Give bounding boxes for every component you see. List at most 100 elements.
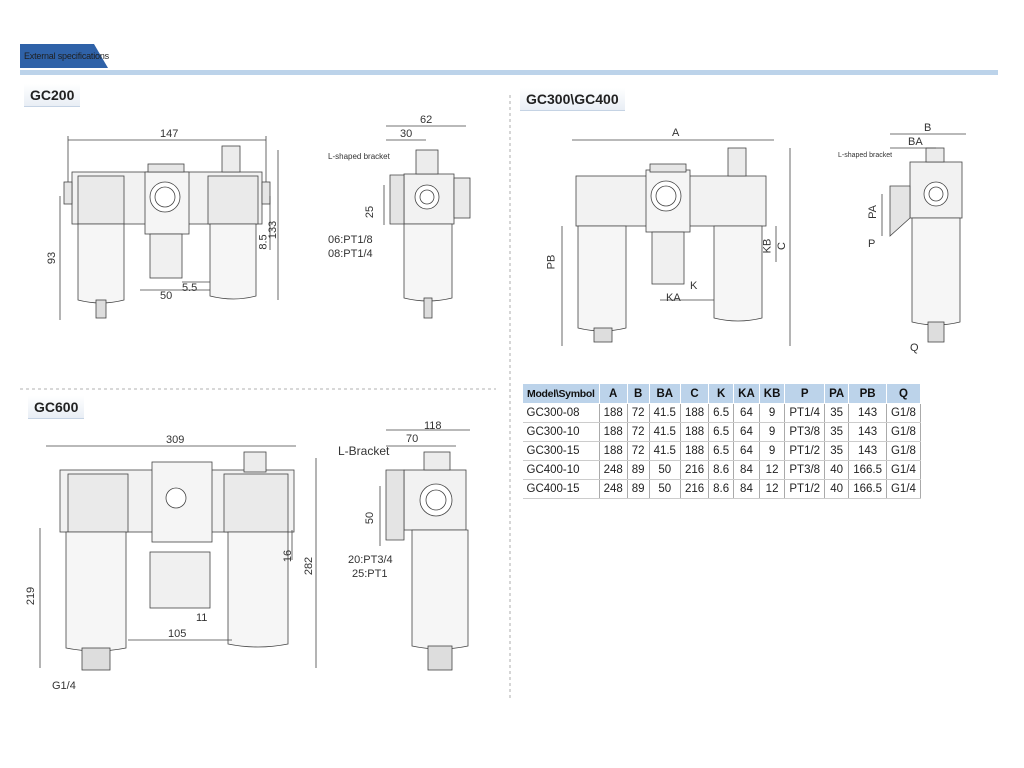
table-header-cell: KB	[758, 383, 786, 404]
table-cell: GC300-15	[522, 441, 600, 461]
section-title-gc300-gc400: GC300\GC400	[520, 88, 625, 111]
gc200-dim-133: 133	[267, 220, 280, 240]
table-cell: 9	[759, 403, 786, 423]
table-cell: G1/4	[886, 460, 921, 480]
section-title-gc600: GC600	[28, 396, 85, 419]
table-cell: 72	[627, 422, 650, 442]
table-cell: 188	[599, 422, 628, 442]
gc200-dim-25: 25	[364, 205, 377, 219]
table-cell: 64	[733, 403, 760, 423]
gc300-front-view	[561, 139, 791, 346]
gc600-dim-11: 11	[196, 612, 208, 624]
table-cell: 143	[848, 403, 887, 423]
gc300-dim-C: C	[775, 242, 788, 250]
table-cell: 6.5	[708, 441, 735, 461]
table-cell: 84	[733, 479, 760, 499]
table-header-cell: B	[626, 383, 650, 404]
gc300-bracket-label: L-shaped bracket	[838, 152, 893, 159]
gc200-dim-93: 93	[46, 251, 59, 265]
table-cell: 89	[627, 479, 650, 499]
gc200-dim-50: 50	[160, 290, 173, 302]
gc300-dim-KA: KA	[666, 292, 681, 304]
table-cell: 64	[733, 422, 760, 442]
header-tab	[20, 44, 108, 68]
table-cell: 50	[649, 479, 681, 499]
table-cell: 6.5	[708, 403, 735, 423]
gc600-dim-105: 105	[168, 628, 187, 640]
table-cell: 166.5	[848, 460, 887, 480]
gc600-bracket-label: L-Bracket	[338, 444, 390, 458]
table-cell: 89	[627, 460, 650, 480]
table-header-cell: BA	[648, 383, 681, 404]
table-cell: GC300-10	[522, 422, 600, 442]
header-rule	[20, 70, 998, 75]
table-cell: 9	[759, 422, 786, 442]
gc600-thread: G1/4	[52, 680, 76, 692]
gc200-front-view	[59, 136, 279, 320]
gc200-side-view	[383, 125, 471, 319]
table-cell: 216	[680, 460, 710, 480]
gc600-port-1: 20:PT3/4	[348, 554, 393, 566]
table-cell: PT3/8	[784, 422, 826, 442]
table-cell: 188	[599, 441, 628, 461]
gc300-dim-K: K	[690, 280, 698, 292]
table-header-cell: Q	[885, 383, 921, 404]
table-cell: G1/8	[886, 403, 921, 423]
gc300-dim-KB: KB	[761, 238, 774, 254]
table-cell: PT1/2	[784, 441, 826, 461]
table-cell: 35	[824, 422, 850, 442]
gc200-dim-62: 62	[420, 114, 433, 126]
gc600-side-view	[379, 429, 470, 671]
table-cell: PT3/8	[784, 460, 826, 480]
table-cell: G1/8	[886, 441, 921, 461]
table-cell: PT1/4	[784, 403, 826, 423]
section-title-gc200: GC200	[24, 84, 81, 107]
table-cell: 35	[824, 403, 850, 423]
table-cell: 166.5	[848, 479, 887, 499]
table-header-cell: A	[598, 383, 628, 404]
table-cell: 248	[599, 460, 628, 480]
gc200-dim-30: 30	[400, 128, 413, 140]
table-cell: 41.5	[649, 403, 681, 423]
table-cell: 12	[759, 460, 786, 480]
gc600-dim-70: 70	[406, 433, 419, 445]
table-cell: 64	[733, 441, 760, 461]
table-cell: 6.5	[708, 422, 735, 442]
table-cell: 40	[824, 460, 850, 480]
gc200-bracket-label: L-shaped bracket	[328, 152, 390, 161]
table-header-cell: KA	[733, 383, 760, 404]
table-cell: 72	[627, 441, 650, 461]
table-cell: PT1/2	[784, 479, 826, 499]
table-cell: 84	[733, 460, 760, 480]
table-cell: 50	[649, 460, 681, 480]
table-header-cell: Model\Symbol	[522, 383, 600, 404]
table-cell: 12	[759, 479, 786, 499]
table-cell: 41.5	[649, 422, 681, 442]
gc300-dim-PB: PB	[545, 254, 558, 270]
table-cell: 35	[824, 441, 850, 461]
table-cell: 40	[824, 479, 850, 499]
gc300-dim-B: B	[924, 122, 932, 134]
table-header-cell: PA	[824, 383, 850, 404]
gc600-dim-282: 282	[303, 556, 316, 576]
table-header-cell: C	[679, 383, 710, 404]
table-cell: 9	[759, 441, 786, 461]
gc600-front-view	[39, 445, 317, 671]
table-cell: 143	[848, 441, 887, 461]
gc600-dim-50: 50	[364, 511, 377, 525]
table-header-cell: PB	[848, 383, 887, 404]
table-cell: 41.5	[649, 441, 681, 461]
table-header-row: Model\Symbol A B BA C K KA KB P PA PB Q	[522, 383, 921, 404]
gc200-port-2: 08:PT1/4	[328, 248, 373, 260]
table-cell: G1/8	[886, 422, 921, 442]
gc300-dim-BA: BA	[908, 136, 923, 148]
table-header-cell: P	[784, 383, 826, 404]
gc600-dim-118: 118	[424, 420, 442, 432]
